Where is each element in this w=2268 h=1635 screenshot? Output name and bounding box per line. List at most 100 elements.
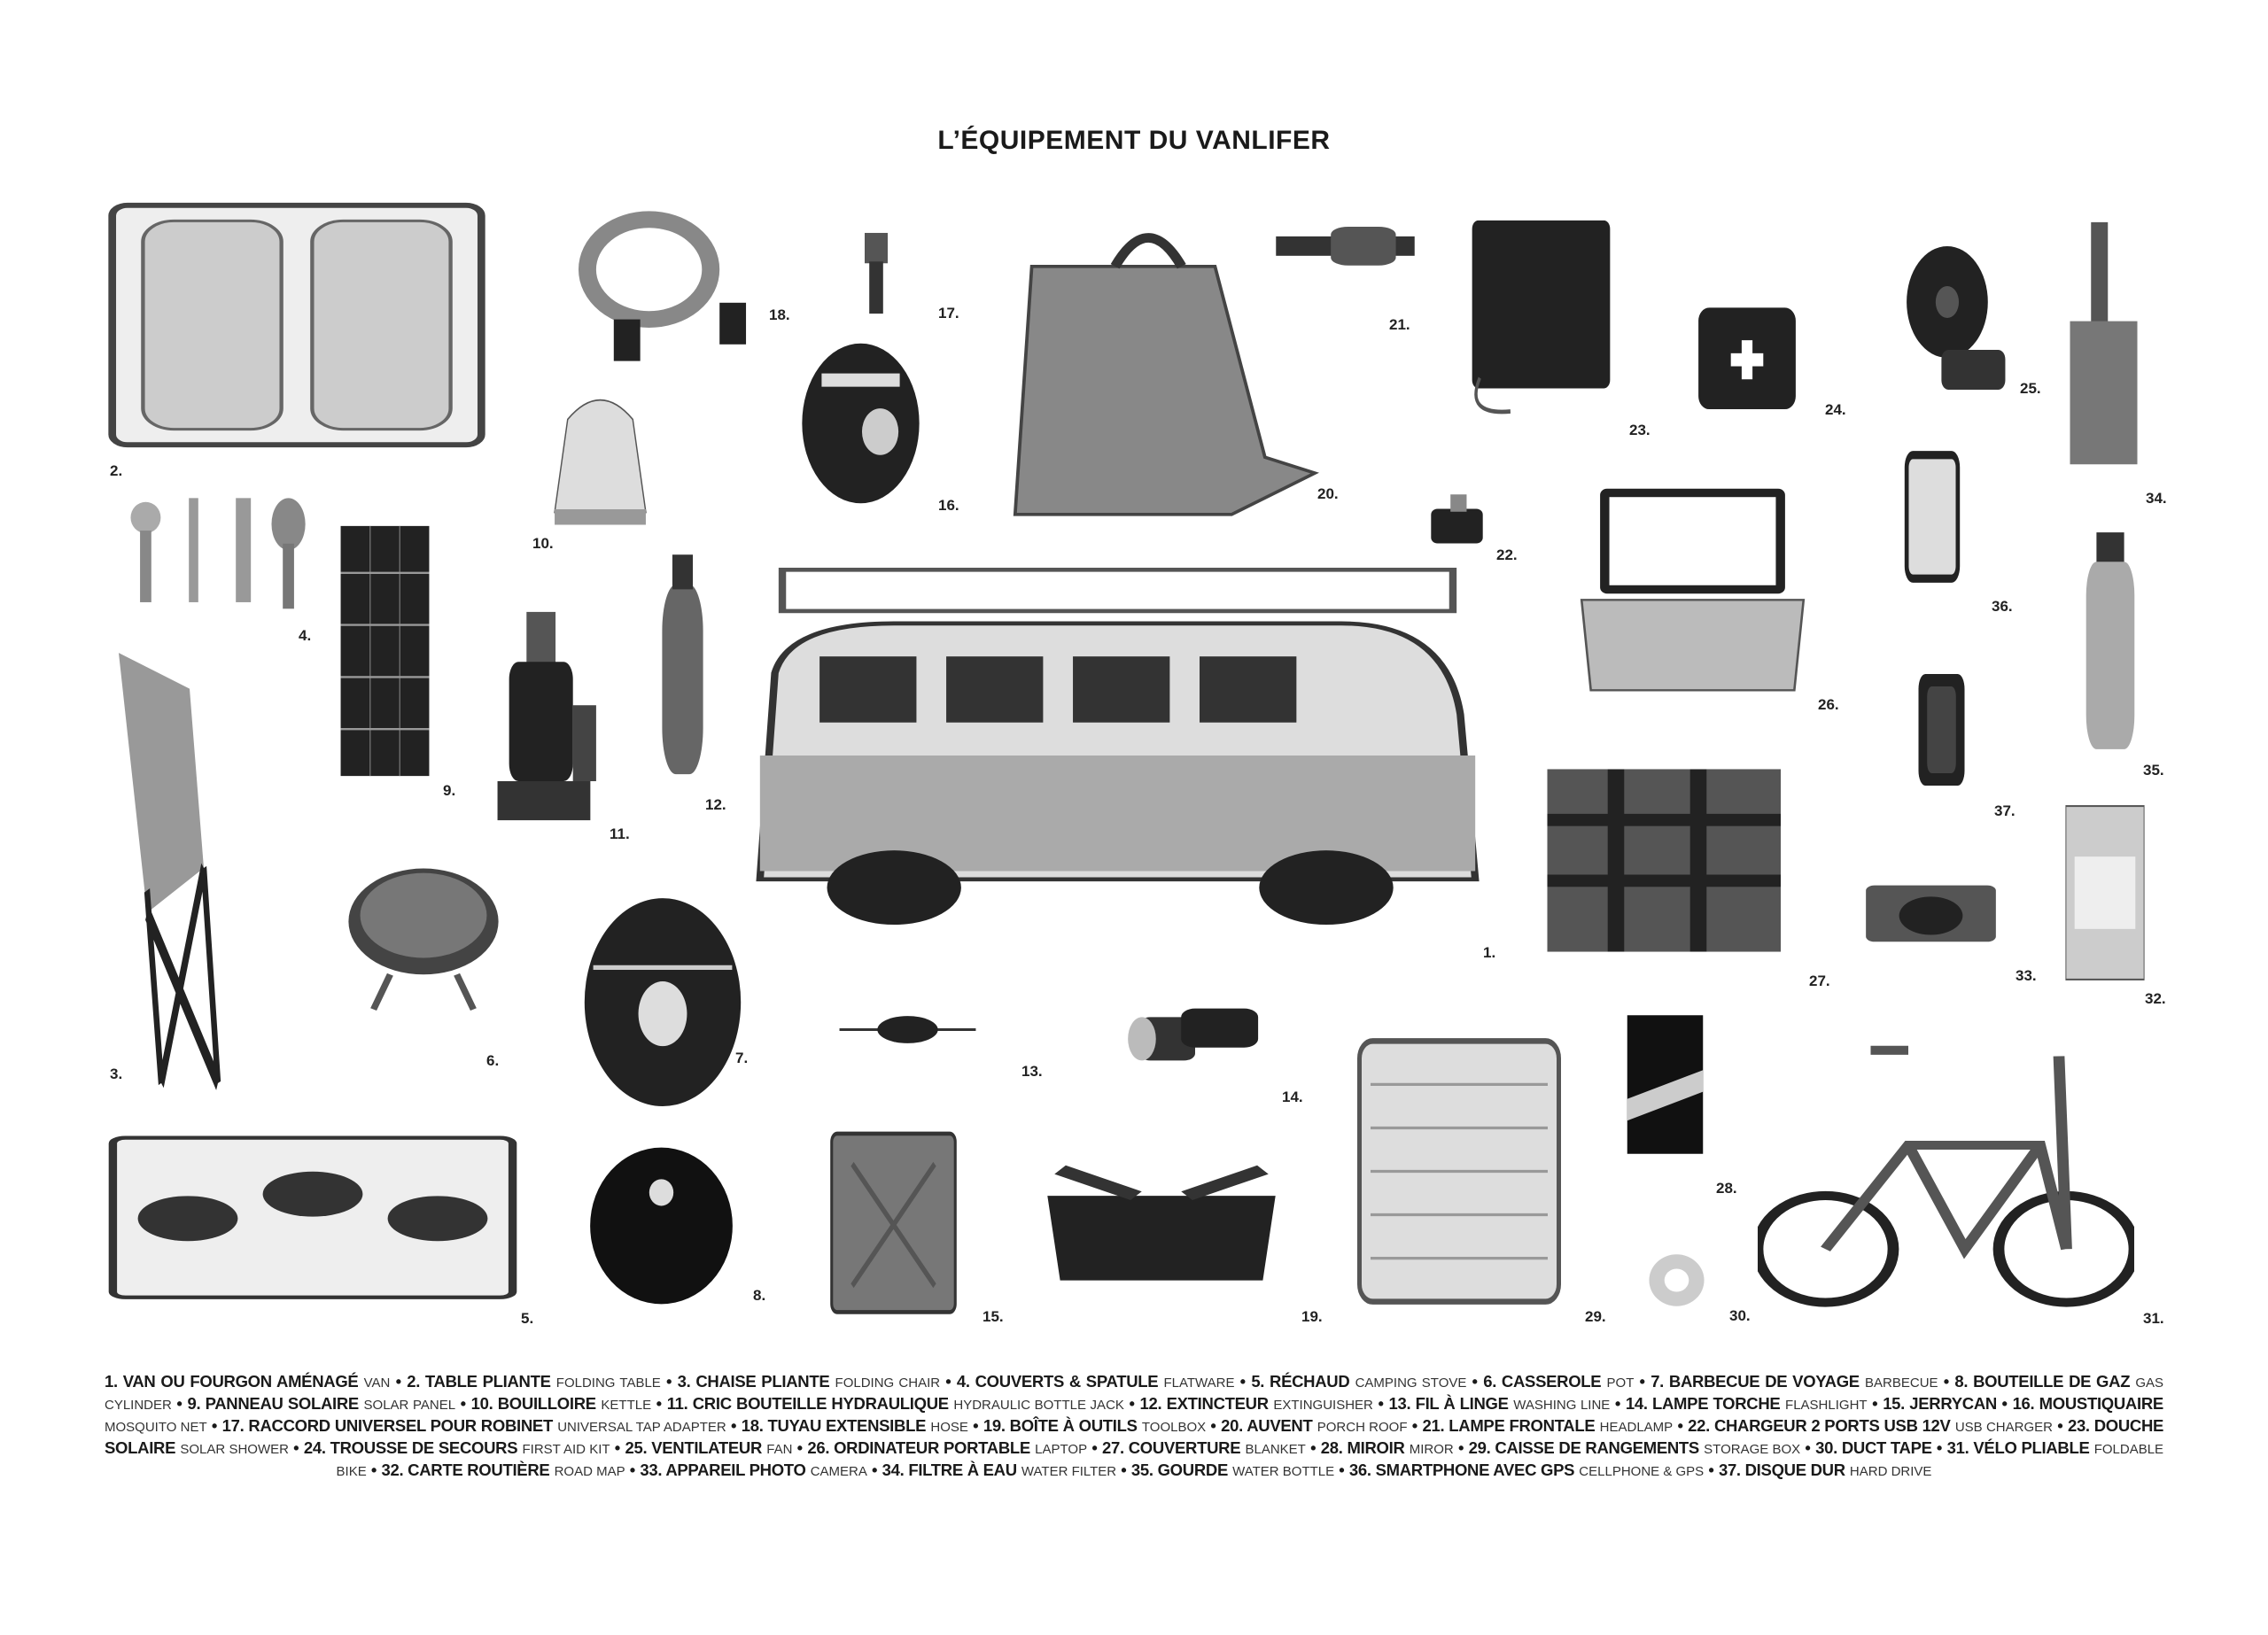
- legend-french-name: FILTRE À EAU: [908, 1461, 1017, 1479]
- item-number-label: 27.: [1809, 972, 1830, 989]
- legend-english-name: HOSE: [930, 1420, 968, 1435]
- legend-entry: 3. CHAISE PLIANTE FOLDING CHAIR: [678, 1372, 940, 1391]
- legend-french-name: CASSEROLE: [1501, 1372, 1602, 1391]
- item-number-label: 9.: [443, 782, 456, 799]
- legend-number: 7.: [1651, 1372, 1669, 1391]
- legend-entry: 16. MOUSTIQUAIRE MOSQUITO NET: [105, 1394, 2163, 1435]
- item-number-label: 31.: [2143, 1310, 2164, 1327]
- legend-separator: •: [629, 1461, 636, 1479]
- legend-english-name: POT: [1606, 1375, 1635, 1391]
- legend-entry: 2. TABLE PLIANTE FOLDING TABLE: [407, 1372, 661, 1391]
- legend-separator: •: [1411, 1416, 1418, 1435]
- legend: 1. VAN OU FOURGON AMÉNAGÉ VAN • 2. TABLE…: [105, 1371, 2163, 1482]
- item-number-label: 7.: [735, 1050, 749, 1066]
- legend-english-name: USB CHARGER: [1954, 1420, 2053, 1435]
- item-number-label: 5.: [521, 1310, 534, 1327]
- tap-adapter-icon: [853, 231, 899, 318]
- legend-number: 9.: [187, 1394, 206, 1413]
- legend-entry: 21. LAMPE FRONTALE HEADLAMP: [1423, 1416, 1674, 1435]
- item-number-label: 37.: [1994, 802, 2016, 819]
- legend-number: 35.: [1130, 1461, 1158, 1479]
- legend-english-name: FOLDABLE BIKE: [336, 1442, 2164, 1479]
- legend-separator: •: [796, 1438, 804, 1457]
- legend-separator: •: [1943, 1372, 1950, 1391]
- item-number-label: 2.: [110, 462, 123, 479]
- item-number-label: 14.: [1282, 1089, 1303, 1105]
- item-number-label: 23.: [1629, 422, 1651, 438]
- mosquito-net-icon: [796, 340, 926, 507]
- legend-entry: 8. BOUTEILLE DE GAZ GAS CYLINDER: [105, 1372, 2163, 1413]
- legend-number: 4.: [956, 1372, 975, 1391]
- legend-number: 15.: [1883, 1394, 1910, 1413]
- legend-french-name: COUVERTS & SPATULE: [975, 1372, 1159, 1391]
- legend-english-name: BLANKET: [1245, 1442, 1306, 1457]
- legend-english-name: MIROR: [1409, 1442, 1454, 1457]
- legend-separator: •: [1639, 1372, 1646, 1391]
- legend-french-name: MIROIR: [1347, 1438, 1405, 1457]
- mirror-icon: [1623, 1012, 1707, 1157]
- legend-entry: 10. BOUILLOIRE KETTLE: [471, 1394, 651, 1413]
- legend-number: 10.: [470, 1394, 498, 1413]
- legend-separator: •: [176, 1394, 183, 1413]
- legend-number: 14.: [1625, 1394, 1652, 1413]
- hose-icon: [579, 203, 755, 369]
- legend-separator: •: [293, 1438, 299, 1457]
- legend-english-name: LAPTOP: [1035, 1442, 1088, 1457]
- legend-english-name: HYDRAULIC BOTTLE JACK: [953, 1398, 1124, 1413]
- legend-entry: 35. GOURDE WATER BOTTLE: [1131, 1461, 1334, 1479]
- legend-french-name: EXTINCTEUR: [1166, 1394, 1270, 1413]
- legend-number: 36.: [1348, 1461, 1376, 1479]
- item-number-label: 33.: [2016, 967, 2037, 984]
- bottle-jack-icon: [492, 608, 608, 825]
- legend-separator: •: [1378, 1394, 1384, 1413]
- water-filter-icon: [2062, 217, 2146, 477]
- legend-separator: •: [460, 1394, 467, 1413]
- legend-number: 26.: [807, 1438, 835, 1457]
- item-number-label: 11.: [610, 825, 630, 842]
- legend-entry: 1. VAN OU FOURGON AMÉNAGÉ VAN: [105, 1372, 390, 1391]
- item-number-label: 36.: [1992, 598, 2013, 615]
- legend-english-name: UNIVERSAL TAP ADAPTER: [557, 1420, 726, 1435]
- item-number-label: 15.: [983, 1308, 1004, 1325]
- bike-icon: [1758, 1027, 2134, 1323]
- legend-english-name: WATER FILTER: [1021, 1464, 1117, 1479]
- first-aid-kit-icon: [1693, 282, 1801, 412]
- legend-separator: •: [1091, 1438, 1098, 1457]
- legend-number: 24.: [303, 1438, 330, 1457]
- legend-separator: •: [2001, 1394, 2008, 1413]
- legend-separator: •: [1805, 1438, 1811, 1457]
- legend-separator: •: [2057, 1416, 2063, 1435]
- folding-table-icon: [105, 195, 489, 455]
- legend-french-name: JERRYCAN: [1909, 1394, 1997, 1413]
- pot-icon: [340, 861, 507, 1012]
- item-number-label: 26.: [1818, 696, 1839, 713]
- legend-french-name: DOUCHE SOLAIRE: [105, 1416, 2164, 1457]
- legend-english-name: FLASHLIGHT: [1785, 1398, 1868, 1413]
- legend-english-name: PORCH ROOF: [1317, 1420, 1408, 1435]
- legend-french-name: VAN OU FOURGON AMÉNAGÉ: [122, 1372, 359, 1391]
- legend-separator: •: [945, 1372, 951, 1391]
- duct-tape-icon: [1646, 1251, 1707, 1309]
- legend-number: 1.: [105, 1372, 123, 1391]
- item-number-label: 21.: [1389, 316, 1410, 333]
- legend-english-name: VAN: [363, 1375, 391, 1391]
- legend-french-name: VENTILATEUR: [651, 1438, 763, 1457]
- item-number-label: 6.: [486, 1052, 500, 1069]
- legend-separator: •: [370, 1461, 377, 1479]
- legend-number: 20.: [1221, 1416, 1247, 1435]
- legend-french-name: ORDINATEUR PORTABLE: [834, 1438, 1030, 1457]
- legend-number: 6.: [1483, 1372, 1502, 1391]
- item-number-label: 22.: [1496, 546, 1518, 563]
- legend-french-name: FIL À LINGE: [1415, 1394, 1509, 1413]
- legend-number: 16.: [2012, 1394, 2039, 1413]
- legend-number: 13.: [1388, 1394, 1416, 1413]
- legend-french-name: GOURDE: [1157, 1461, 1229, 1479]
- kettle-icon: [535, 373, 665, 528]
- legend-separator: •: [211, 1416, 218, 1435]
- legend-french-name: AUVENT: [1247, 1416, 1313, 1435]
- legend-number: 30.: [1815, 1438, 1842, 1457]
- solar-panel-icon: [336, 521, 434, 781]
- legend-entry: 34. FILTRE À EAU WATER FILTER: [882, 1461, 1117, 1479]
- legend-english-name: FAN: [766, 1442, 793, 1457]
- legend-entry: 5. RÉCHAUD CAMPING STOVE: [1251, 1372, 1466, 1391]
